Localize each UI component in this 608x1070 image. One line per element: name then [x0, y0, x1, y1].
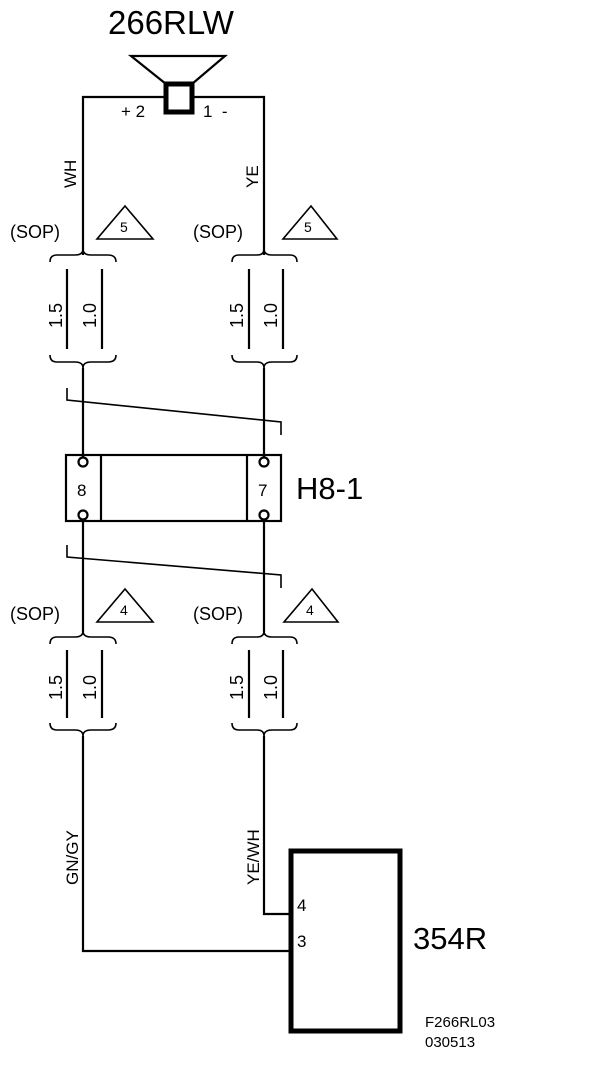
- speaker-pin-negative: 1 -: [203, 102, 228, 121]
- svg-text:1.5: 1.5: [227, 675, 247, 700]
- connector-pin-8: 8: [77, 481, 86, 500]
- svg-text:1.0: 1.0: [261, 303, 281, 328]
- note-triangle: 5: [95, 204, 155, 240]
- sop-label: (SOP): [193, 604, 243, 624]
- date-code: 030513: [425, 1034, 475, 1051]
- note-triangle: 5: [281, 204, 339, 240]
- svg-text:4: 4: [306, 602, 314, 618]
- sop-label: (SOP): [10, 604, 60, 624]
- wire-left-bottom: [81, 736, 291, 953]
- svg-text:4: 4: [120, 602, 128, 618]
- svg-text:1.0: 1.0: [80, 675, 100, 700]
- svg-text:1.0: 1.0: [261, 675, 281, 700]
- svg-text:1.0: 1.0: [80, 303, 100, 328]
- option-bracket: 1.5 1.0: [46, 630, 117, 737]
- sop-label: (SOP): [193, 222, 243, 242]
- connector-label: H8-1: [296, 471, 363, 506]
- sop-label: (SOP): [10, 222, 60, 242]
- connector-pin-7: 7: [258, 481, 267, 500]
- option-bracket: 1.5 1.0: [227, 630, 298, 737]
- wire-color-ye: YE: [243, 165, 262, 188]
- connector-h8-1: [64, 453, 283, 523]
- speaker-pin-positive: + 2: [121, 102, 145, 121]
- module-label: 354R: [413, 921, 487, 956]
- module-pin-3: 3: [297, 932, 306, 951]
- svg-text:1.5: 1.5: [46, 675, 66, 700]
- module-pin-4: 4: [297, 896, 306, 915]
- wire-color-wh: WH: [61, 160, 80, 188]
- module-354r: [288, 848, 403, 1034]
- shield-bracket: [66, 545, 282, 588]
- speaker-label: 266RLW: [108, 4, 235, 41]
- figure-id: F266RL03: [425, 1014, 495, 1031]
- svg-text:1.5: 1.5: [46, 303, 66, 328]
- option-bracket: 1.5 1.0: [46, 248, 117, 369]
- wire-color-gn-gy: GN/GY: [63, 830, 82, 885]
- wire-color-ye-wh: YE/WH: [244, 829, 263, 885]
- note-triangle: 4: [95, 587, 155, 623]
- option-bracket: 1.5 1.0: [227, 248, 298, 369]
- wire-right-bottom: [262, 736, 291, 916]
- svg-text:5: 5: [304, 219, 312, 235]
- wire-right-top: [192, 95, 266, 255]
- svg-text:5: 5: [120, 219, 128, 235]
- shield-bracket: [66, 388, 282, 435]
- wire-left-top: [81, 95, 166, 255]
- svg-text:1.5: 1.5: [227, 303, 247, 328]
- note-triangle: 4: [282, 587, 340, 623]
